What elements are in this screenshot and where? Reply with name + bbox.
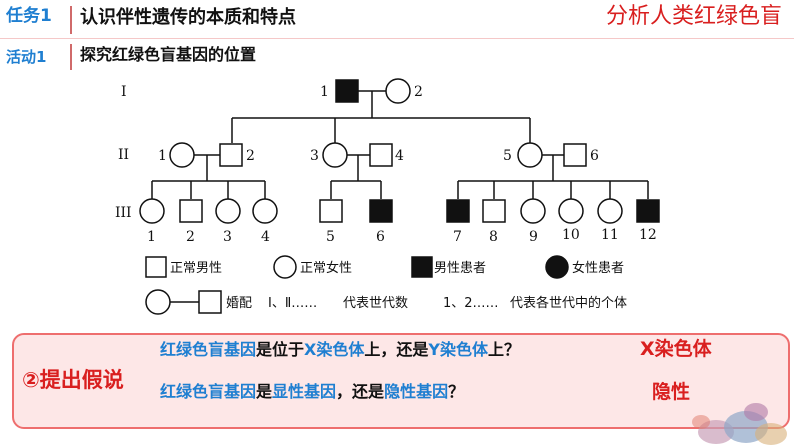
task-separator <box>70 6 72 34</box>
normal-female-symbol <box>322 142 348 168</box>
individual-number: 4 <box>261 229 270 245</box>
legend-affected-male-label: 男性患者 <box>434 261 486 276</box>
affected-male-symbol <box>335 79 359 103</box>
legend-affected-female-symbol <box>545 255 569 279</box>
normal-male-symbol <box>319 199 343 223</box>
header-divider <box>0 38 794 39</box>
individual-number: 11 <box>601 227 619 243</box>
individual-number: 12 <box>639 227 657 243</box>
individual-number: 5 <box>503 148 512 164</box>
normal-female-symbol <box>139 198 165 224</box>
individual-number: 2 <box>414 84 423 100</box>
legend-generation-meaning: 代表世代数 <box>343 296 408 311</box>
generation-label: I <box>121 84 127 100</box>
normal-female-symbol <box>169 142 195 168</box>
q2-part: 隐性基因 <box>384 382 449 401</box>
q2-part: 显性基因 <box>272 382 337 401</box>
pedigree-chart: I II III 1 2 1 2 3 4 5 6 1 2 3 4 5 6 7 8… <box>115 78 660 315</box>
legend-normal-female-symbol <box>273 255 297 279</box>
normal-male-symbol <box>179 199 203 223</box>
individual-number: 5 <box>326 229 335 245</box>
legend-normal-female-label: 正常女性 <box>300 260 352 276</box>
legend-affected-female-label: 女性患者 <box>572 260 624 276</box>
legend-marriage-label: 婚配 <box>226 296 252 311</box>
activity-title: 探究红绿色盲基因的位置 <box>80 45 257 64</box>
normal-female-symbol <box>520 198 546 224</box>
individual-number: 9 <box>529 229 538 245</box>
individual-number: 1 <box>147 229 156 245</box>
affected-male-symbol <box>636 199 660 223</box>
generation-label: III <box>115 205 132 221</box>
individual-number: 1 <box>320 84 329 100</box>
legend-normal-male-symbol <box>145 256 167 278</box>
legend-individual-symbols: 1、2…… <box>443 296 499 311</box>
normal-female-symbol <box>252 198 278 224</box>
legend-affected-male-symbol <box>411 256 433 278</box>
q1-part: 是位于 <box>256 340 305 359</box>
individual-number: 3 <box>310 148 319 164</box>
legend-marriage-female-symbol <box>145 289 171 315</box>
q1-part: 红绿色盲基因 <box>160 340 257 359</box>
individual-number: 6 <box>376 229 385 245</box>
affected-male-symbol <box>369 199 393 223</box>
q1-part: X染色体 <box>304 340 365 359</box>
individual-number: 8 <box>489 229 498 245</box>
normal-male-symbol <box>369 143 393 167</box>
hypothesis-box <box>12 333 790 429</box>
q1-part: Y染色体 <box>428 340 488 359</box>
question-2: 红绿色盲基因是显性基因，还是隐性基因？ <box>160 384 464 400</box>
normal-female-symbol <box>215 198 241 224</box>
individual-number: 4 <box>395 148 404 164</box>
question-1: 红绿色盲基因是位于X染色体上，还是Y染色体上？ <box>160 342 520 358</box>
individual-number: 3 <box>223 229 232 245</box>
activity-separator <box>70 44 72 70</box>
individual-number: 6 <box>590 148 599 164</box>
answer-1: X染色体 <box>640 338 712 360</box>
normal-male-symbol <box>482 199 506 223</box>
legend-marriage-male-symbol <box>198 290 222 314</box>
task-tag: 任务1 <box>6 6 52 26</box>
affected-male-symbol <box>446 199 470 223</box>
individual-number: 1 <box>158 148 167 164</box>
generation-label: II <box>118 147 129 163</box>
normal-female-symbol <box>597 198 623 224</box>
q2-part: 是 <box>256 382 273 401</box>
hypothesis-label: ②提出假说 <box>22 368 124 392</box>
normal-male-symbol <box>219 143 243 167</box>
normal-male-symbol <box>563 143 587 167</box>
q1-part: 上，还是 <box>364 340 429 359</box>
activity-tag: 活动1 <box>6 48 47 66</box>
topic-title: 分析人类红绿色盲 <box>605 4 782 29</box>
q1-part: 上？ <box>487 340 520 359</box>
individual-number: 2 <box>246 148 255 164</box>
q2-part: ，还是 <box>336 382 385 401</box>
q2-part: 红绿色盲基因 <box>160 382 257 401</box>
legend-generation-symbols: Ⅰ、Ⅱ…… <box>268 296 317 311</box>
answer-2: 隐性 <box>652 381 691 403</box>
legend-normal-male-label: 正常男性 <box>170 261 222 276</box>
individual-number: 2 <box>186 229 195 245</box>
legend-individual-meaning: 代表各世代中的个体 <box>510 295 627 311</box>
normal-female-symbol <box>517 142 543 168</box>
normal-female-symbol <box>385 78 411 104</box>
chromosome-decoration-icon <box>692 403 787 445</box>
task-title: 认识伴性遗传的本质和特点 <box>80 7 296 28</box>
pedigree-lines <box>151 90 649 199</box>
normal-female-symbol <box>558 198 584 224</box>
q2-part: ？ <box>448 382 465 401</box>
individual-number: 7 <box>453 229 462 245</box>
individual-number: 10 <box>562 227 580 243</box>
